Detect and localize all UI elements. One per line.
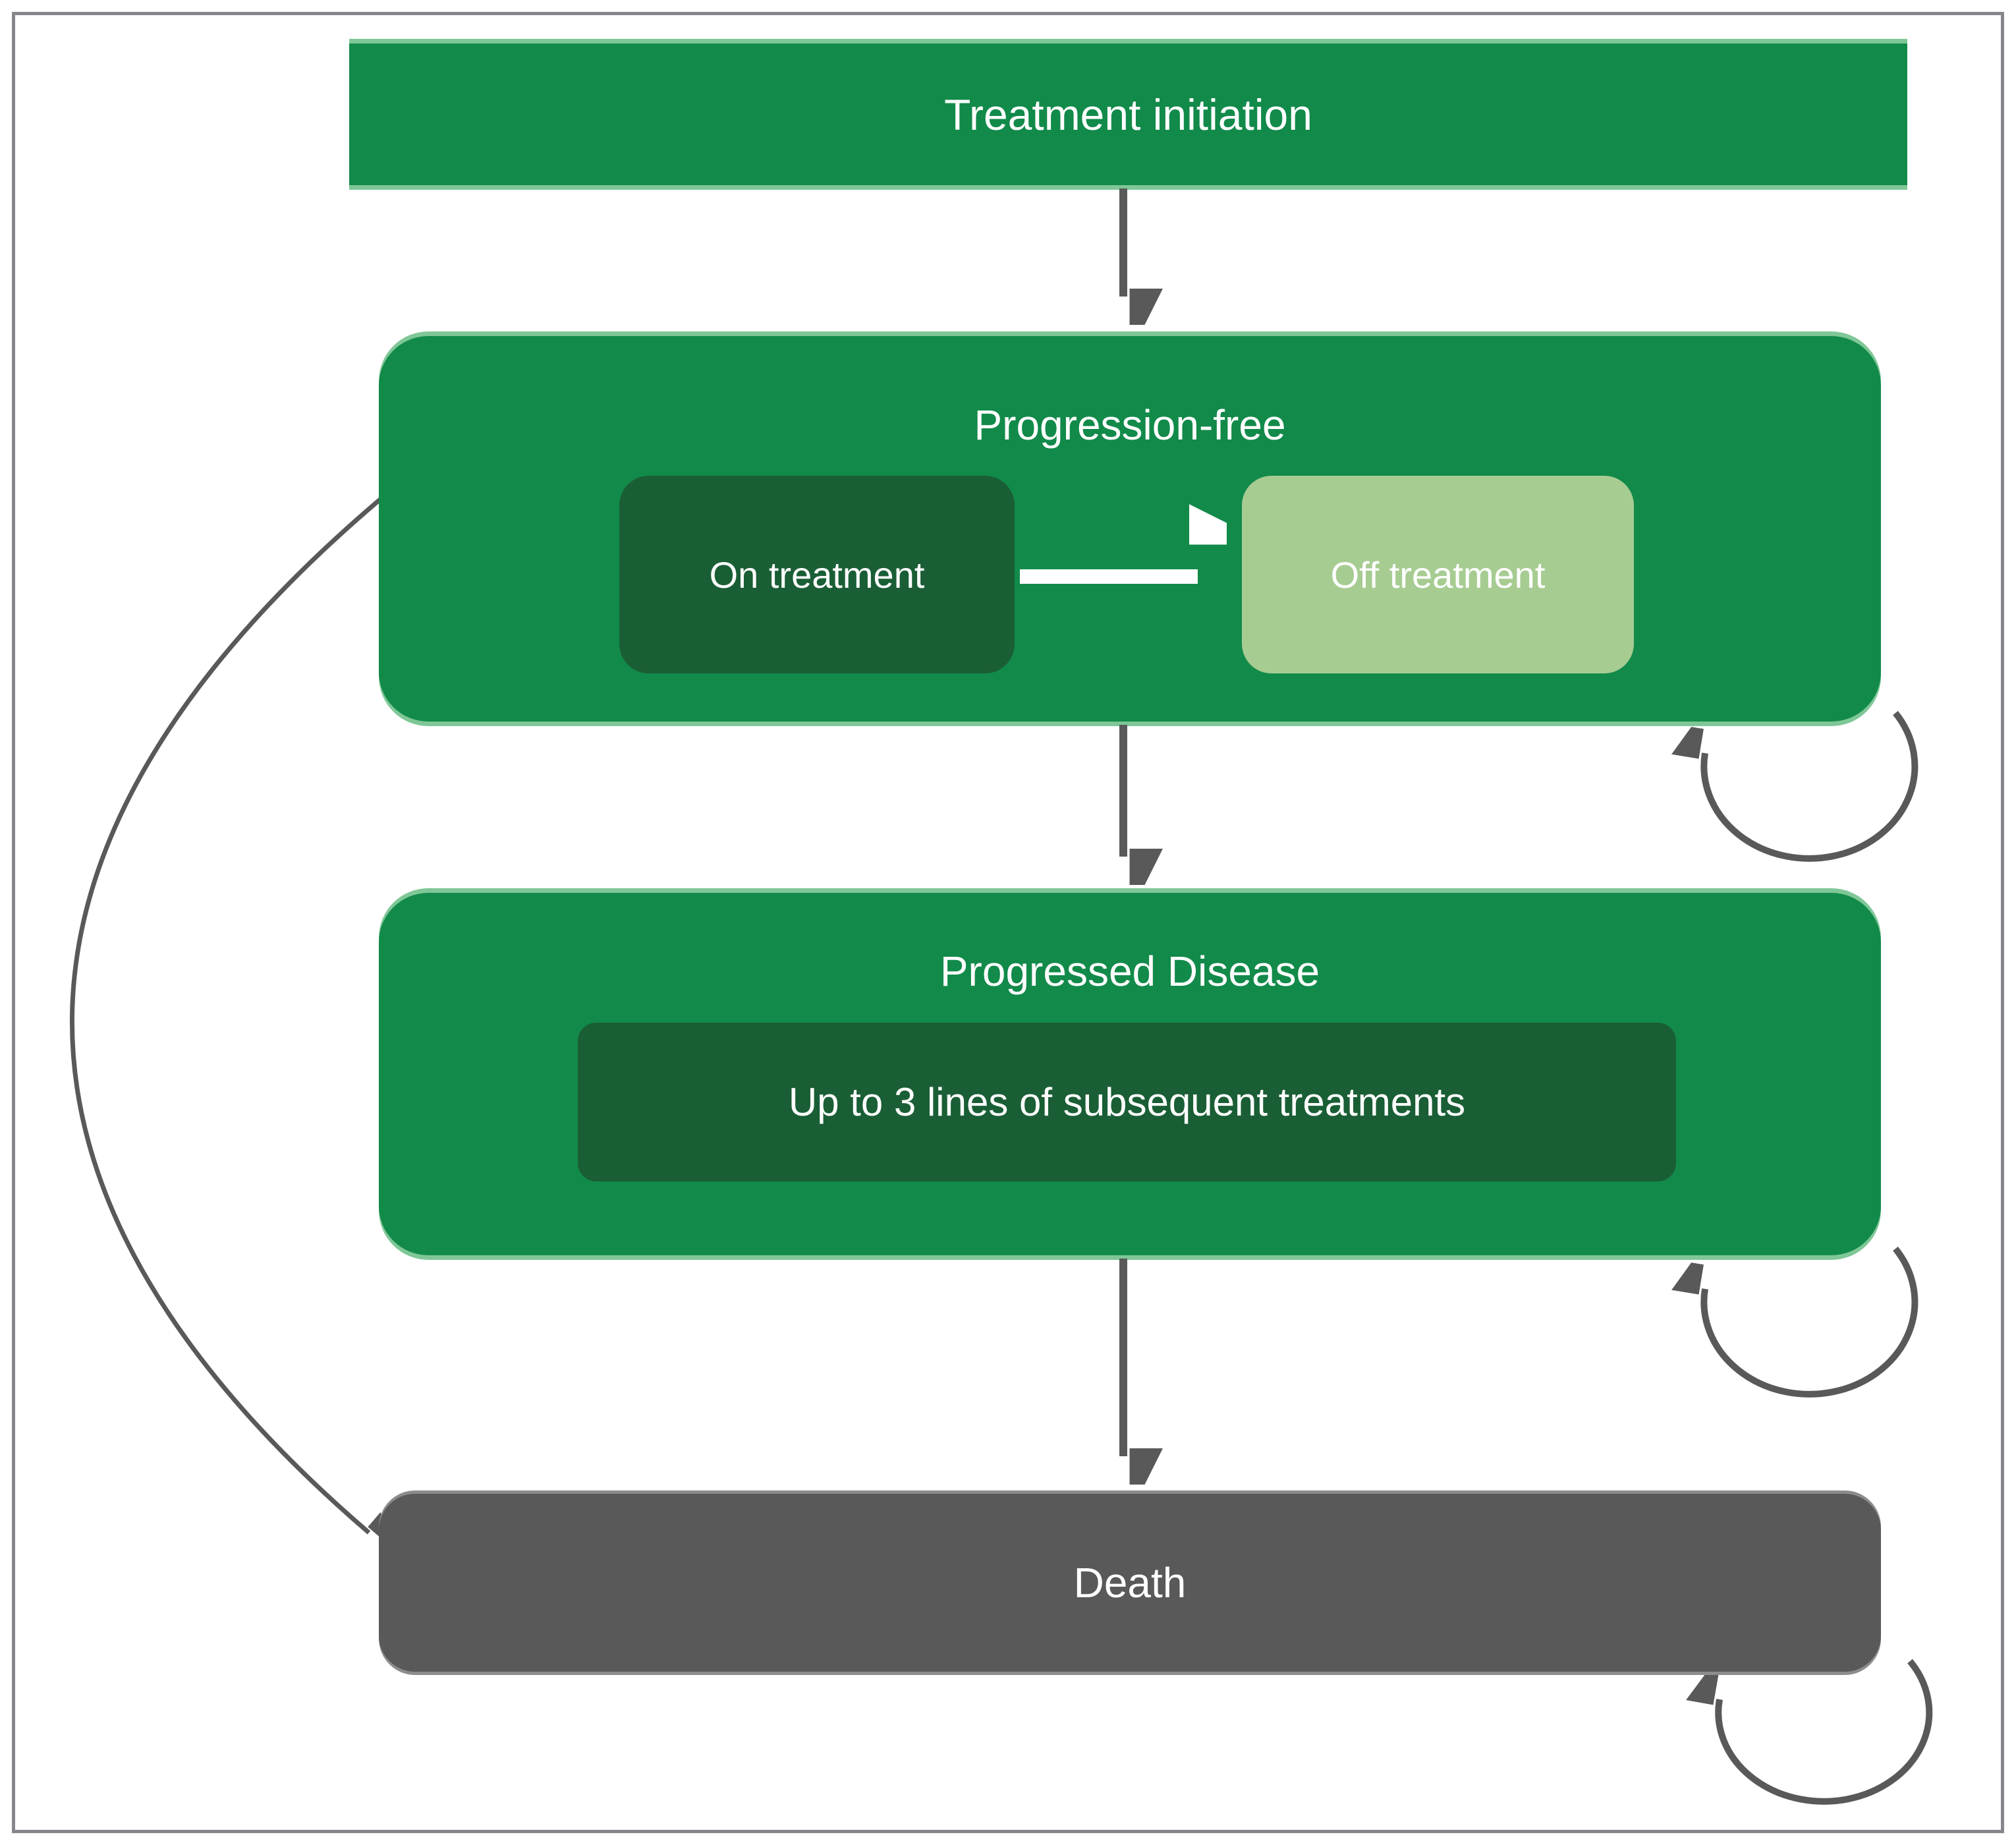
figure-frame	[12, 12, 2004, 1833]
